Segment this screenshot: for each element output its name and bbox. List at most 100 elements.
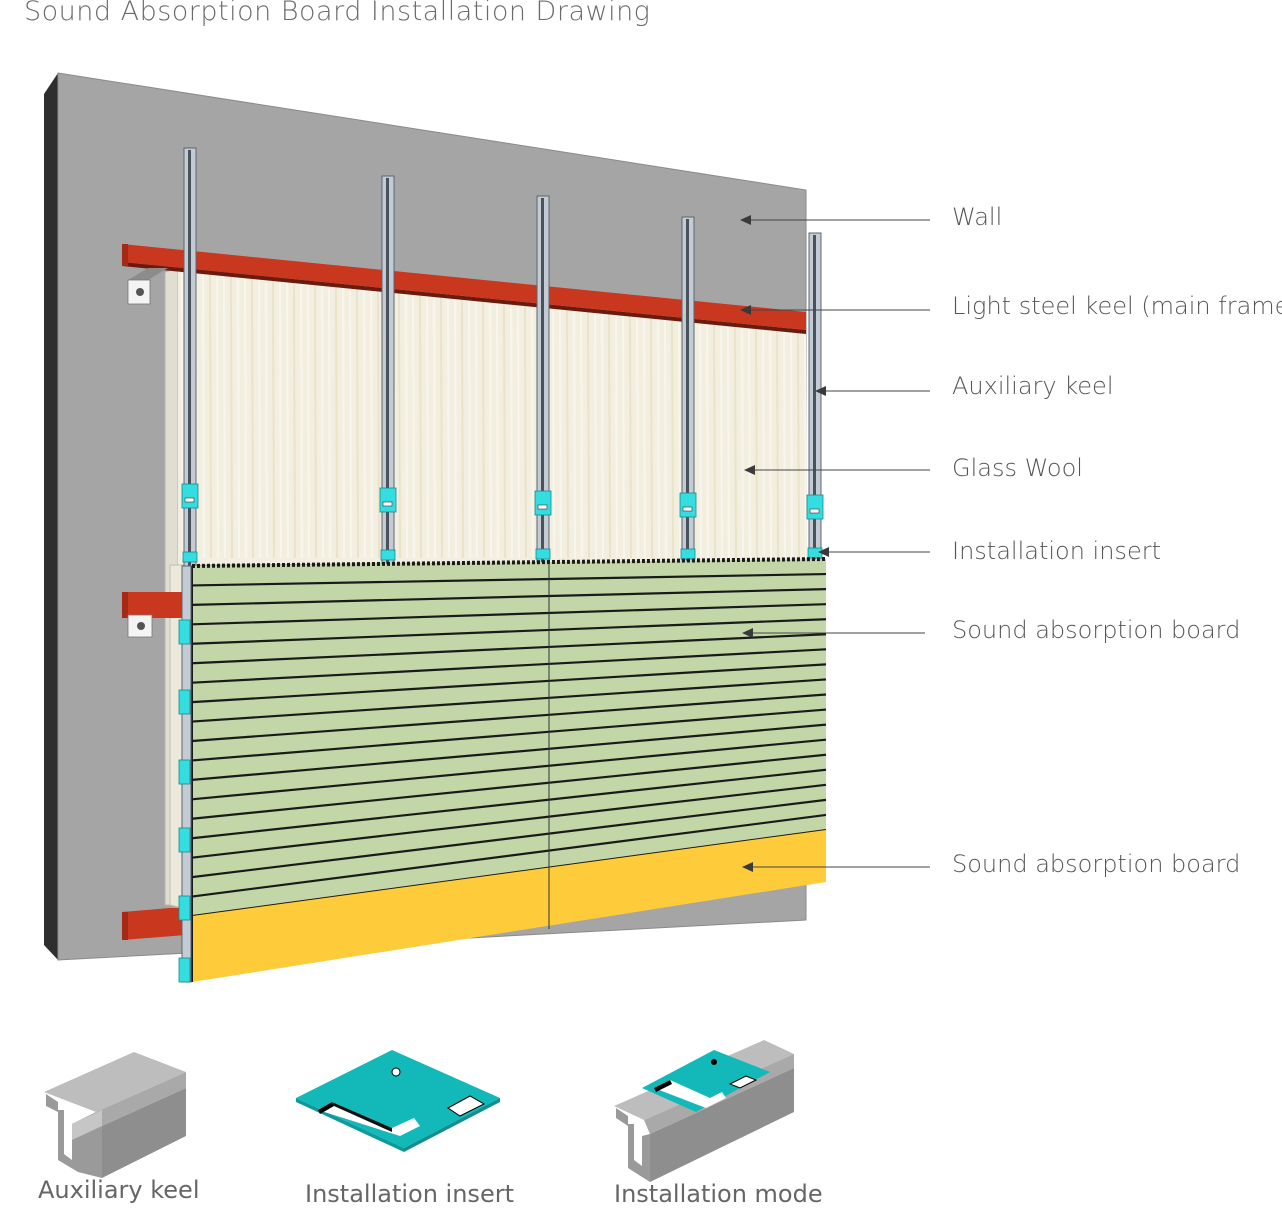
wool-streak xyxy=(566,309,569,559)
light-steel-keel xyxy=(122,244,806,940)
keel-groove xyxy=(386,178,389,566)
wool-streak xyxy=(440,297,443,559)
wool-streak xyxy=(629,315,632,559)
leader-lines xyxy=(740,215,930,872)
wool-streak xyxy=(643,316,646,559)
main-keel-top xyxy=(122,244,806,330)
board-grooves xyxy=(191,572,827,917)
board-groove xyxy=(191,693,827,743)
wool-streak xyxy=(433,296,436,559)
main-keel-middle xyxy=(122,592,186,618)
wool-streak xyxy=(804,331,807,559)
board-groove xyxy=(191,798,827,879)
wool-streak xyxy=(783,329,786,559)
wool-streak xyxy=(776,329,779,559)
wool-streak xyxy=(552,307,555,559)
leader xyxy=(744,465,930,475)
callout-auxiliary-keel: Auxiliary keel xyxy=(952,372,1114,400)
wool-streak xyxy=(419,295,422,559)
wool-streak xyxy=(328,286,331,559)
wool-streak xyxy=(713,323,716,559)
arrowhead-icon xyxy=(815,386,826,396)
installation-insert-side xyxy=(178,619,191,645)
board-groove xyxy=(191,738,827,801)
wool-streak xyxy=(650,317,653,559)
board-groove xyxy=(191,768,827,840)
arrowhead-icon xyxy=(742,862,753,872)
keel-groove xyxy=(541,198,544,566)
auxiliary-keel-3 xyxy=(534,195,552,567)
leader xyxy=(815,386,930,396)
board-groove xyxy=(191,663,827,704)
left-keel-inserts xyxy=(178,565,192,983)
detail-auxiliary-keel-icon xyxy=(44,1052,186,1178)
wool-streak xyxy=(279,281,282,559)
wool-streak xyxy=(587,311,590,559)
wool-streak xyxy=(307,284,310,559)
wool-streak xyxy=(475,300,478,559)
wool-streak xyxy=(223,276,226,559)
wool-streak xyxy=(321,285,324,559)
board-groove xyxy=(191,723,827,781)
installation-insert xyxy=(679,492,697,518)
wool-streak xyxy=(510,303,513,559)
wool-streak xyxy=(524,305,527,559)
insert-slot xyxy=(682,506,693,512)
wool-streak xyxy=(622,314,625,559)
auxiliary-keels xyxy=(181,147,824,567)
wool-streak xyxy=(405,293,408,559)
main-keel-shadow xyxy=(122,262,806,334)
main-keel-middle-end xyxy=(122,592,128,618)
callout-sound-absorption-board-slotted: Sound absorption board xyxy=(952,616,1241,644)
callout-wall: Wall xyxy=(952,203,1003,231)
wool-streak xyxy=(727,324,730,559)
wool-streak xyxy=(426,295,429,559)
board-groove xyxy=(191,678,827,723)
callout-sound-absorption-board-plain: Sound absorption board xyxy=(952,850,1241,878)
auxiliary-keel-4 xyxy=(679,216,697,567)
installation-insert-bottom xyxy=(680,548,696,560)
detail-installation-mode-icon xyxy=(614,1040,794,1182)
caption-installation-mode: Installation mode xyxy=(614,1180,823,1208)
installation-insert xyxy=(534,490,552,516)
wool-streak xyxy=(286,282,289,559)
wool-streak xyxy=(489,301,492,559)
wool-streak xyxy=(370,290,373,559)
wool-streak xyxy=(790,330,793,559)
wall-bracket-middle xyxy=(127,614,153,638)
wool-streak xyxy=(181,272,184,559)
wool-streak xyxy=(258,279,261,559)
wool-streak xyxy=(657,317,660,559)
wool-streak xyxy=(265,280,268,559)
wool-streak xyxy=(293,283,296,559)
wool-streak xyxy=(531,305,534,559)
board-plain-face xyxy=(192,830,826,982)
insert-slot xyxy=(382,501,393,507)
wool-streak xyxy=(517,304,520,559)
wool-streak xyxy=(748,326,751,559)
installation-insert xyxy=(806,494,824,520)
wool-streak xyxy=(762,327,765,559)
wool-streak xyxy=(573,309,576,559)
leader xyxy=(742,862,930,872)
wool-streak xyxy=(769,328,772,559)
keel-groove xyxy=(813,235,816,566)
wool-streak xyxy=(468,299,471,559)
installation-insert-side xyxy=(178,759,191,785)
installation-insert xyxy=(379,487,397,513)
auxiliary-keel-5 xyxy=(806,232,824,567)
wool-streak xyxy=(797,331,800,559)
installation-insert-side xyxy=(178,957,191,983)
wool-streak xyxy=(356,289,359,559)
wool-streak xyxy=(230,277,233,559)
insert-slot xyxy=(537,504,548,510)
callout-glass-wool: Glass Wool xyxy=(952,454,1083,482)
detail-installation-insert-icon xyxy=(296,1050,500,1152)
board-groove xyxy=(191,783,827,859)
wool-streak xyxy=(412,294,415,559)
leader xyxy=(740,305,930,315)
wool-streak xyxy=(496,302,499,559)
wool-streak xyxy=(503,303,506,559)
insert-slot xyxy=(184,497,195,503)
